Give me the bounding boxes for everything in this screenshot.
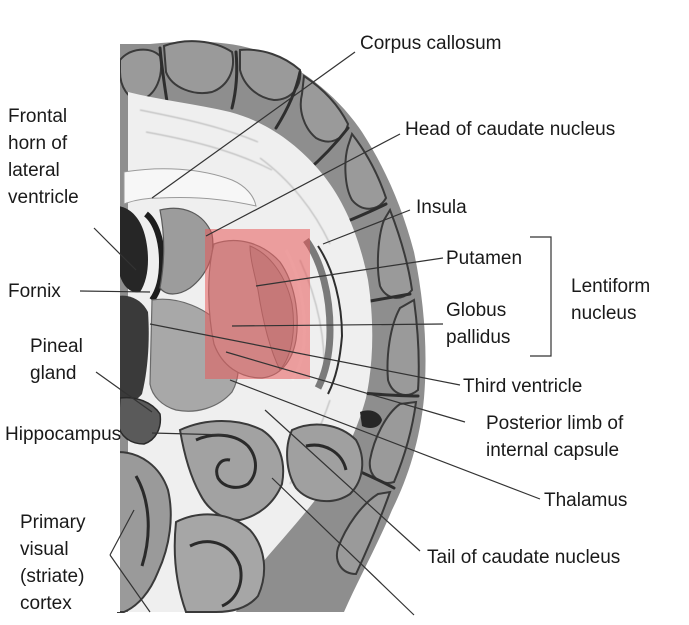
small-ventricle-spot [360,410,382,428]
label-tail-caudate: Tail of caudate nucleus [427,547,620,568]
leader-head-caudate [205,133,401,237]
septum [143,211,166,302]
leader-thalamus [229,379,541,500]
calcarine-region [173,513,266,613]
leader-lower-line [271,477,415,616]
leader-frontal-horn [93,227,137,271]
label-primary-visual-cortex: Primary visual (striate) cortex [20,512,91,614]
label-putamen: Putamen [446,248,522,269]
leader-visual-cortex [109,554,151,613]
label-corpus-callosum: Corpus callosum [360,33,502,54]
lentiform-bracket [530,236,552,357]
occipital-gyri [117,450,172,613]
section-left-edge [114,44,120,612]
leader-hippocampus [151,432,229,436]
lateral-ventricle-shape [118,206,148,293]
label-third-ventricle: Third ventricle [463,376,582,397]
label-posterior-limb: Posterior limb of internal capsule [486,413,629,461]
leader-tail-caudate [264,409,421,552]
leader-globus-pallidus [231,323,444,327]
leader-fornix [79,290,151,293]
lower-temporal-gyri [286,423,364,503]
labels: Frontal horn of lateral ventricle Fornix… [5,33,655,614]
highlight-box [205,229,310,379]
pineal-region [117,396,162,445]
leader-third-ventricle [149,323,461,386]
label-globus-pallidus: Globus pallidus [446,300,511,348]
leader-putamen [255,257,444,287]
label-thalamus: Thalamus [544,490,627,511]
leader-pineal [95,371,153,413]
label-frontal-horn: Frontal horn of lateral ventricle [8,106,79,208]
cortical-gyri [119,40,420,576]
temporal-gyri [178,420,285,522]
leader-lines [79,51,552,616]
insula-strip [303,237,334,390]
label-lentiform-nucleus: Lentiform nucleus [571,276,655,324]
third-ventricle-shape [118,295,149,403]
leader-corpus-callosum [151,51,356,199]
leader-posterior-limb [225,351,466,423]
caudate-head-shape [159,207,214,295]
leader-insula [322,209,411,245]
label-fornix: Fornix [8,281,61,302]
label-hippocampus: Hippocampus [5,424,121,445]
label-head-caudate: Head of caudate nucleus [405,119,615,140]
label-pineal-gland: Pineal gland [30,336,88,384]
leader-visual-cortex-2 [109,509,135,556]
hippocampus-curl [195,433,257,489]
label-insula: Insula [416,197,467,218]
